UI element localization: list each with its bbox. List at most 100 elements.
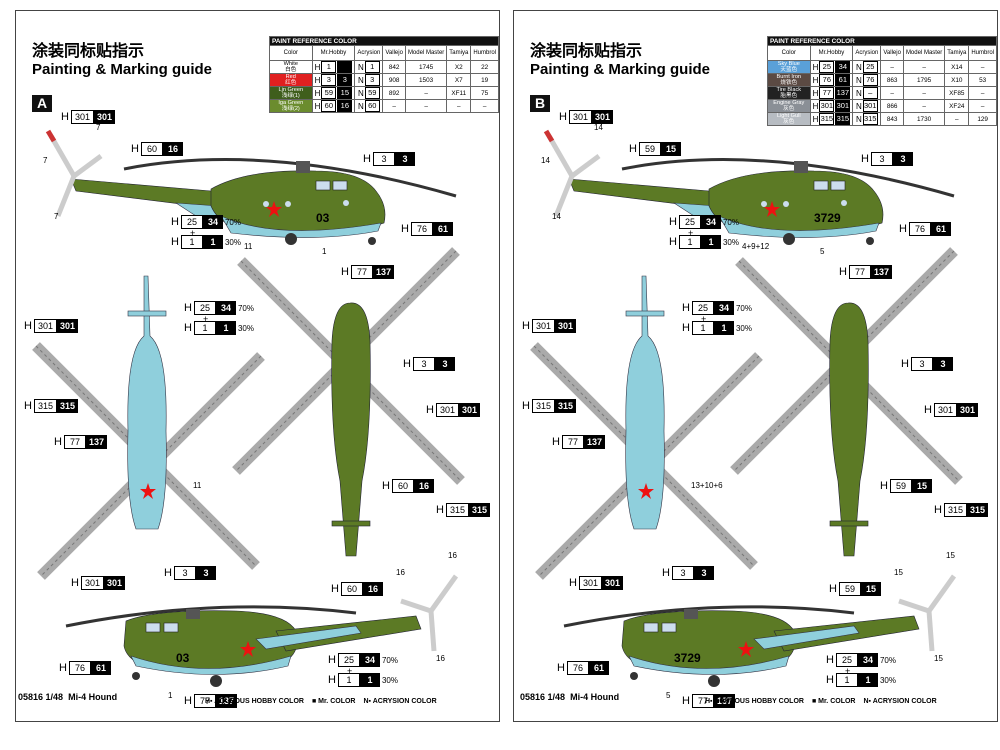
fuselage-bottom [829, 302, 869, 557]
main-rotor-blade [621, 158, 955, 198]
fuselage-top [127, 275, 167, 530]
decal-ref: 15 [934, 654, 943, 663]
porthole [783, 201, 789, 207]
porthole [343, 200, 349, 206]
fuselage-underside [718, 215, 880, 238]
cockpit-window [163, 622, 179, 633]
top-view [530, 275, 763, 580]
stabilizer [829, 520, 869, 527]
belly-stripe [753, 625, 860, 650]
stabilizer [331, 520, 371, 527]
main-wheel [783, 233, 795, 245]
decal-ref: 16 [436, 654, 445, 663]
main-wheel [708, 675, 720, 687]
stabilizer [625, 310, 665, 317]
cockpit-window [830, 180, 846, 191]
tamiya-code: – [446, 99, 472, 113]
red-star-insignia [638, 483, 654, 499]
decal-ref: 1 [168, 691, 173, 700]
nose-wheel [368, 237, 376, 245]
plus-sign: + [688, 228, 694, 238]
fuselage-bottom [331, 302, 371, 557]
decal-ref: 7 [96, 123, 101, 132]
cockpit-window [643, 622, 659, 633]
cockpit-window [332, 180, 348, 191]
scheme-letter: B [530, 95, 550, 112]
decal-ref: 13+10+6 [691, 481, 723, 490]
stabilizer [127, 310, 167, 317]
porthole [761, 201, 767, 207]
tail-rotor [400, 574, 459, 652]
humbrol-code: 129 [968, 112, 997, 126]
side-number-upper: 03 [316, 211, 330, 225]
instruction-sheet-a: 涂装同标贴指示 Painting & Marking guide A PAINT… [15, 10, 500, 722]
fuselage-top [625, 275, 665, 530]
decal-ref: 1 [322, 247, 327, 256]
helicopter-illustrations [32, 129, 465, 687]
decal-ref: 4+9+12 [742, 242, 770, 251]
cockpit-window [813, 180, 829, 191]
porthole [285, 201, 291, 207]
humbrol-code: – [968, 99, 997, 113]
rotor-mast [296, 161, 310, 173]
top-view [32, 275, 265, 580]
table-column-header: Acrysion [354, 45, 384, 61]
decal-ref: 16 [396, 568, 405, 577]
nose-wheel [866, 237, 874, 245]
decal-ref: 5 [666, 691, 671, 700]
side-view-upper [45, 129, 457, 245]
decal-ref: 14 [541, 156, 550, 165]
decal-ref: 14 [594, 123, 603, 132]
fuselage-underside [220, 215, 382, 238]
main-wheel [210, 675, 222, 687]
fuselage-underside [628, 655, 790, 675]
mm-code: – [404, 99, 448, 113]
decal-ref: 5 [820, 247, 825, 256]
humbrol-code: – [470, 99, 499, 113]
footer-product: 05816 1/48 Mi-4 Hound [18, 692, 118, 702]
decal-ref: 15 [894, 568, 903, 577]
side-view-upper [543, 129, 955, 245]
red-star-insignia [738, 641, 754, 657]
red-star-insignia [240, 641, 256, 657]
plus-sign: + [347, 666, 353, 676]
